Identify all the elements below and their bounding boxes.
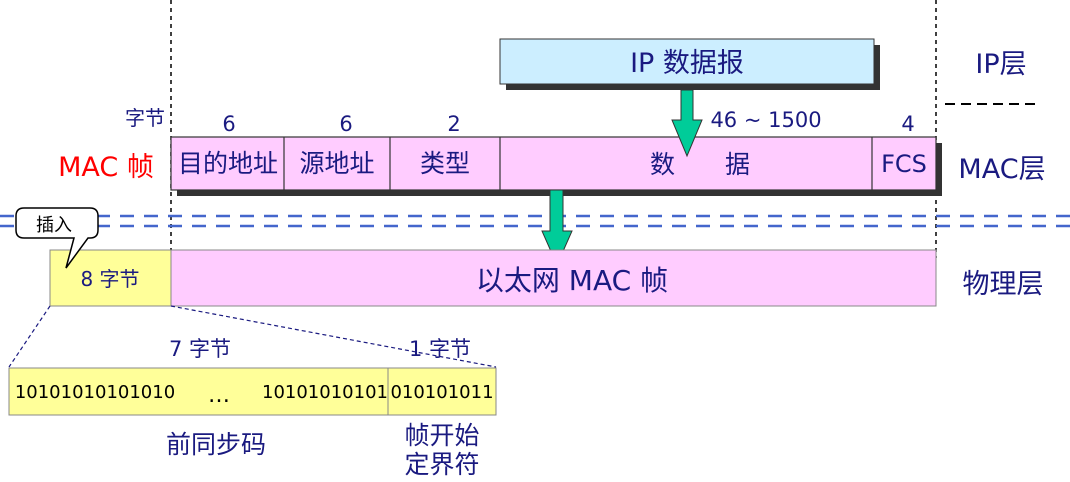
insert-callout: 插入 (15, 207, 99, 269)
preamble-bits-left: 10101010101010 (15, 382, 175, 403)
preamble-bits-box: 10101010101010 … 10101010101 010101011 (8, 367, 497, 416)
sfd-caption-line2: 定界符 (404, 450, 479, 479)
field-size-src: 6 (339, 112, 352, 136)
field-src-address: 源地址 (299, 149, 374, 178)
mac-frame-fields: 目的地址 源地址 类型 数 据 FCS (170, 136, 942, 196)
preamble-block-label: 8 字节 (80, 267, 139, 291)
physical-frame-row: 8 字节 以太网 MAC 帧 (49, 249, 937, 307)
sfd-caption-line1: 帧开始 (404, 421, 479, 450)
ip-datagram-label: IP 数据报 (630, 48, 744, 79)
field-data: 数 据 (650, 150, 750, 179)
mac-layer-label: MAC层 (958, 154, 1045, 185)
field-size-fcs: 4 (901, 112, 914, 136)
preamble-bits-mid: 10101010101 (262, 382, 388, 403)
field-size-data: 46 ~ 1500 (710, 108, 821, 132)
field-type: 类型 (420, 149, 470, 178)
down-arrow-mac-to-physical (541, 189, 573, 267)
sfd-size-1: 1 字节 (409, 337, 471, 361)
field-dest-address: 目的地址 (178, 149, 278, 178)
preamble-caption: 前同步码 (166, 430, 266, 459)
physical-layer-label: 物理层 (963, 269, 1044, 300)
zoom-line-right (170, 305, 497, 368)
preamble-size-7: 7 字节 (169, 337, 231, 361)
preamble-ellipsis: … (208, 383, 230, 408)
ethernet-frame-label: 以太网 MAC 帧 (476, 264, 668, 297)
field-fcs: FCS (881, 150, 927, 178)
sfd-bits: 010101011 (390, 382, 493, 403)
field-size-type: 2 (447, 112, 460, 136)
ip-datagram: IP 数据报 (499, 38, 880, 90)
field-size-dest: 6 (222, 112, 235, 136)
zoom-line-left (8, 305, 51, 368)
byte-unit-label: 字节 (125, 106, 165, 130)
insert-callout-label: 插入 (36, 215, 72, 236)
mac-frame-label: MAC 帧 (58, 152, 154, 183)
ip-layer-label: IP层 (975, 49, 1026, 80)
down-arrow-ip-to-mac (671, 89, 703, 158)
